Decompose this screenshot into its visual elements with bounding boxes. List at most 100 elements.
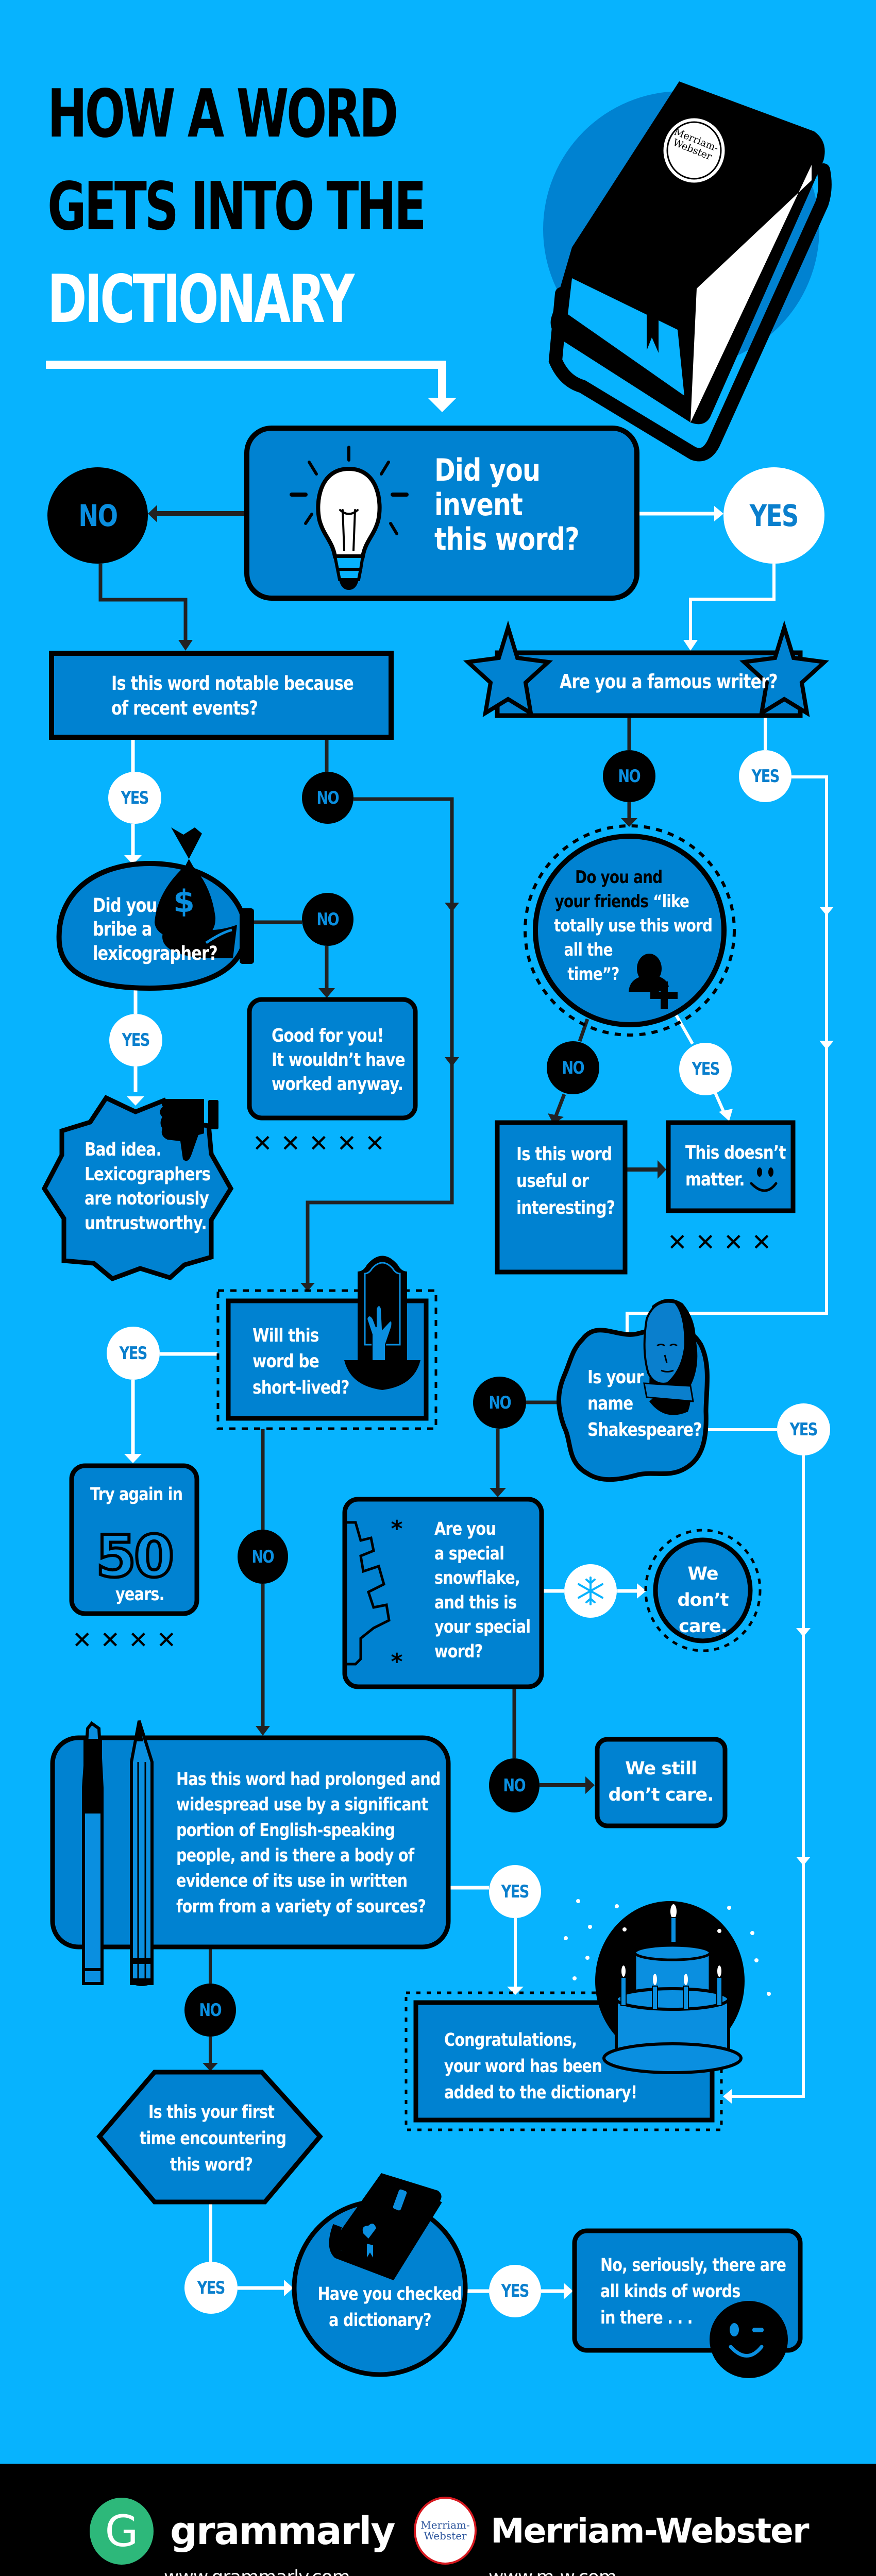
dead-end-marks: ✕ ✕ ✕ ✕ ✕ [252,1129,385,1157]
svg-text:*: * [391,1649,402,1675]
mw-logo-line: Merriam- [420,2519,470,2531]
node-notable-line: Is this word notable because [111,672,354,694]
node-no-seriously-line: No, seriously, there are [600,2255,786,2276]
title-line-2: GETS INTO THE [47,168,427,245]
node-no-seriously-line: in there . . . [600,2307,693,2328]
node-shakespeare-line: name [587,1393,633,1415]
node-snowflake-line: snowflake, [434,1568,520,1589]
badge-yes-prolonged[interactable]: YES [489,1865,541,1918]
node-short-lived-line: word be [252,1351,319,1372]
badge-yes-famous-writer[interactable]: YES [739,750,791,802]
node-checked-dictionary-line: a dictionary? [329,2310,432,2331]
zombie-hand-tombstone-icon [344,1256,420,1390]
node-doesnt-matter-shape [666,1120,796,1213]
grammarly-url-link[interactable]: www.grammarly.com [164,2567,350,2576]
node-invent: Did you invent this word? [434,452,580,558]
node-snowflake-line: and this is [434,1592,517,1613]
node-bribe-line: lexicographer? [93,942,218,964]
node-invent-line: this word? [434,521,580,558]
merriam-webster-brand-name[interactable]: Merriam-Webster [491,2511,809,2551]
node-snowflake-shape [342,1497,544,1689]
badge-no-snowflake[interactable]: NO [489,1758,540,1812]
badge-yes-bribe[interactable]: YES [109,1014,162,1066]
badge-no-shakespeare[interactable]: NO [473,1377,526,1429]
dictionary-book-icon [329,2173,442,2281]
friends-dashed-ring [524,824,736,1037]
node-we-still-shape [595,1737,728,1828]
winking-face-icon [710,2301,788,2378]
merriam-webster-url-link[interactable]: www.m-w.com [488,2567,617,2576]
node-doesnt-matter: This doesn’t matter. [685,1140,786,1193]
node-prolonged-line: evidence of its use in written [176,1871,408,1892]
node-bad-idea-line: are notoriously [85,1188,209,1210]
node-good-for-you-line: worked anyway. [272,1073,403,1095]
svg-text:50: 50 [96,1523,172,1590]
title-line-3: DICTIONARY [47,261,355,338]
node-try-again-line-2: years. [115,1584,165,1605]
badge-yes-invent[interactable]: YES [723,467,824,564]
node-congrats: Congratulations, your word has been adde… [444,2027,637,2106]
node-snowflake: Are you a special snowflake, and this is… [434,1517,531,1665]
node-we-dont-care-line: care. [679,1616,728,1637]
badge-no-invent[interactable]: NO [47,467,148,564]
node-useful-line: useful or [516,1171,589,1192]
node-friends-line: your friends [554,891,649,912]
node-prolonged-line: people, and is there a body of [176,1845,414,1867]
node-invent-line: Did you [434,452,541,488]
badge-no-short-lived[interactable]: NO [238,1530,288,1584]
node-we-dont-care: We don’t care. [662,1561,744,1639]
thumbs-down-icon [160,1099,218,1161]
node-famous-writer: Are you a famous writer? [560,670,778,693]
badge-yes-shakespeare[interactable]: YES [777,1403,830,1455]
node-doesnt-matter-line: matter. [685,1169,745,1191]
badge-yes-notable[interactable]: YES [108,772,161,824]
node-short-lived-line: short-lived? [252,1377,350,1398]
money-bag-hand-icon: $ [155,827,254,964]
node-snowflake-line: Are you [434,1519,496,1539]
node-bad-idea: Bad idea. Lexicographers are notoriously… [85,1138,211,1235]
dictionary-book-icon [548,81,832,462]
badge-yes-short-lived[interactable]: YES [107,1327,160,1380]
node-useful-line: interesting? [516,1197,615,1219]
node-snowflake-line: a special [434,1543,504,1564]
node-we-still: We still don’t care. [603,1756,719,1808]
node-bribe: Did you bribe a lexicographer? [93,894,218,965]
title-line-1: HOW A WORD [47,76,398,152]
node-notable: Is this word notable because of recent e… [111,671,354,721]
node-friends: Do you and your friends “like totally us… [554,866,713,987]
node-notable-line: of recent events? [111,697,258,720]
node-friends-line: totally use this word [554,915,713,936]
node-invent-line: invent [434,487,523,523]
node-no-seriously: No, seriously, there are all kinds of wo… [600,2252,786,2331]
pen-pencil-icon [82,1720,154,1986]
badge-no-friends[interactable]: NO [547,1041,599,1094]
node-first-time-line: Is this your first [148,2102,275,2123]
node-first-time-line: time encountering [139,2128,287,2149]
grammarly-brand-name[interactable]: grammarly [170,2509,396,2553]
node-bad-idea-line: Lexicographers [85,1163,211,1185]
node-congrats-line: Congratulations, [444,2030,577,2050]
node-bribe-line: bribe a [93,918,152,941]
badge-no-prolonged[interactable]: NO [184,1984,236,2037]
node-snowflake-line: word? [434,1641,483,1662]
badge-yes-first-time[interactable]: YES [184,2262,238,2314]
dead-end-marks: ✕ ✕ ✕ ✕ [667,1228,772,1256]
badge-yes-checked-dictionary[interactable]: YES [489,2265,541,2317]
node-prolonged-line: form from a variety of sources? [176,1896,426,1917]
node-checked-dictionary-line: Have you checked [317,2284,462,2304]
grammarly-logo-letter: G [105,2506,139,2556]
node-first-time-shape [96,2070,323,2205]
node-short-lived: Will this word be short-lived? [252,1323,350,1401]
node-notable-shape [49,651,394,740]
stars-icon [463,620,830,718]
node-prolonged-line: widespread use by a significant [176,1794,428,1816]
badge-no-bribe[interactable]: NO [302,893,353,946]
badge-no-famous-writer[interactable]: NO [603,750,655,802]
grammarly-logo-icon[interactable]: G [90,2498,154,2565]
node-prolonged-line: portion of English-speaking [176,1820,395,1841]
node-try-again-line-1: Try again in [90,1484,183,1505]
badge-no-notable[interactable]: NO [302,772,353,824]
node-we-dont-care-line: We don’t [677,1564,729,1611]
badge-yes-friends[interactable]: YES [679,1043,732,1095]
merriam-webster-logo-icon[interactable]: Merriam- Webster [414,2497,477,2565]
